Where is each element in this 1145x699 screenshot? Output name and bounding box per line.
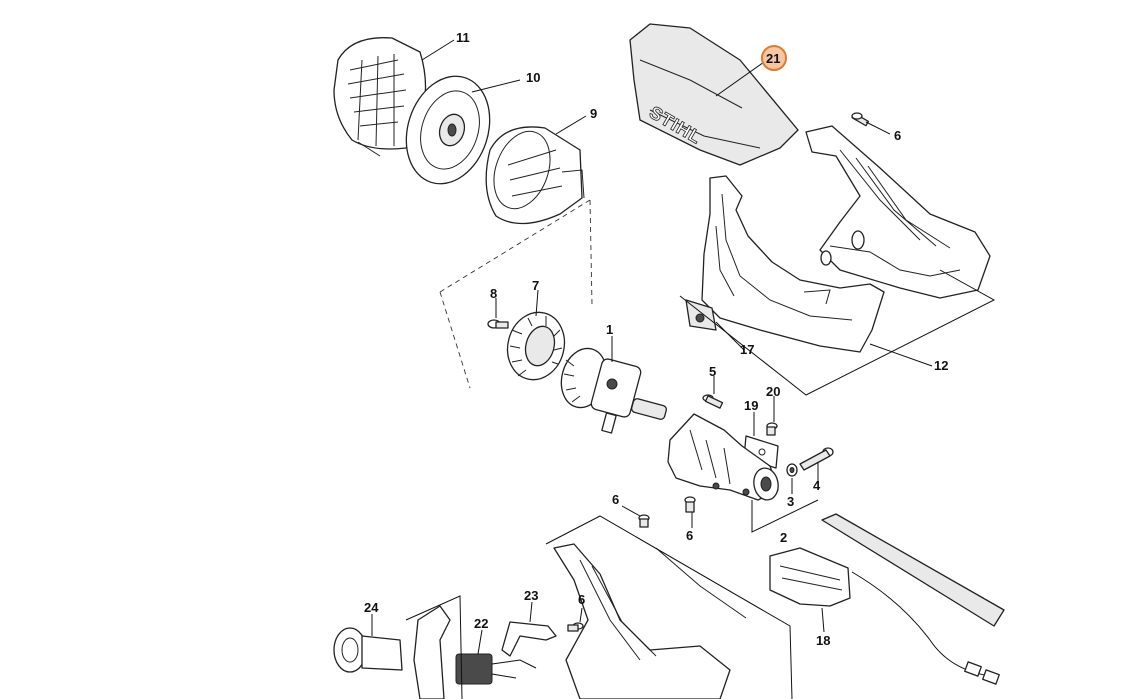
part-10-fan-wheel[interactable] [393,65,503,194]
bottom-housing-half[interactable] [553,543,747,699]
callout-23[interactable]: 23 [524,588,538,603]
part-5-screw[interactable] [702,394,724,409]
part-8-screw[interactable] [487,319,509,329]
part-1-armature[interactable] [555,343,667,434]
leader-lines [371,39,933,655]
part-23-clip[interactable] [501,621,557,657]
part-22-socket[interactable] [455,653,537,685]
assembly-outline-left [405,595,463,699]
callout-12[interactable]: 12 [934,358,948,373]
assembly-outline-fan [439,199,593,389]
part-7-rotor-fan[interactable] [500,306,572,386]
callout-7[interactable]: 7 [532,278,539,293]
callout-6-top[interactable]: 6 [894,128,901,143]
callout-10[interactable]: 10 [526,70,540,85]
callout-20[interactable]: 20 [766,384,780,399]
callout-21[interactable]: 21 [766,51,780,66]
callout-11[interactable]: 11 [456,30,470,45]
callout-6-lower[interactable]: 6 [578,592,585,607]
assembly-outline-housing [679,269,996,396]
part-4-screw-long[interactable] [799,447,834,471]
callout-1[interactable]: 1 [606,322,613,337]
callout-6-mid-right[interactable]: 6 [686,528,693,543]
part-6-screw-mid-left[interactable] [638,514,650,528]
callout-3[interactable]: 3 [787,494,794,509]
callout-19[interactable]: 19 [744,398,758,413]
part-9-air-guide-shroud[interactable] [484,124,585,225]
callout-5[interactable]: 5 [709,364,716,379]
callout-9[interactable]: 9 [590,106,597,121]
part-20-screw[interactable] [766,422,778,436]
part-18-switch-cable[interactable] [769,513,1005,685]
callout-18[interactable]: 18 [816,633,830,648]
part-6-screw-mid-right[interactable] [684,496,696,513]
part-6-screw-top[interactable] [851,112,870,127]
callout-6-mid-left[interactable]: 6 [612,492,619,507]
part-12-housing-half[interactable] [805,125,991,299]
left-housing-strip[interactable] [413,605,451,699]
callout-labels: 11 10 9 21 6 8 7 1 17 12 5 20 19 3 4 2 6… [364,30,948,648]
callout-22[interactable]: 22 [474,616,488,631]
callout-2[interactable]: 2 [780,530,787,545]
callout-4[interactable]: 4 [813,478,821,493]
callout-8[interactable]: 8 [490,286,497,301]
part-17-housing-shell[interactable] [685,175,885,353]
assembly-outline-bottom [545,515,793,699]
callout-17[interactable]: 17 [740,342,754,357]
part-6-screw-lower[interactable] [567,622,584,632]
part-24-hanger[interactable] [333,627,403,673]
highlight-ring-21 [761,45,787,71]
callout-24[interactable]: 24 [364,600,379,615]
part-2-gear-housing[interactable] [667,413,781,502]
part-3-washer[interactable] [786,463,798,477]
